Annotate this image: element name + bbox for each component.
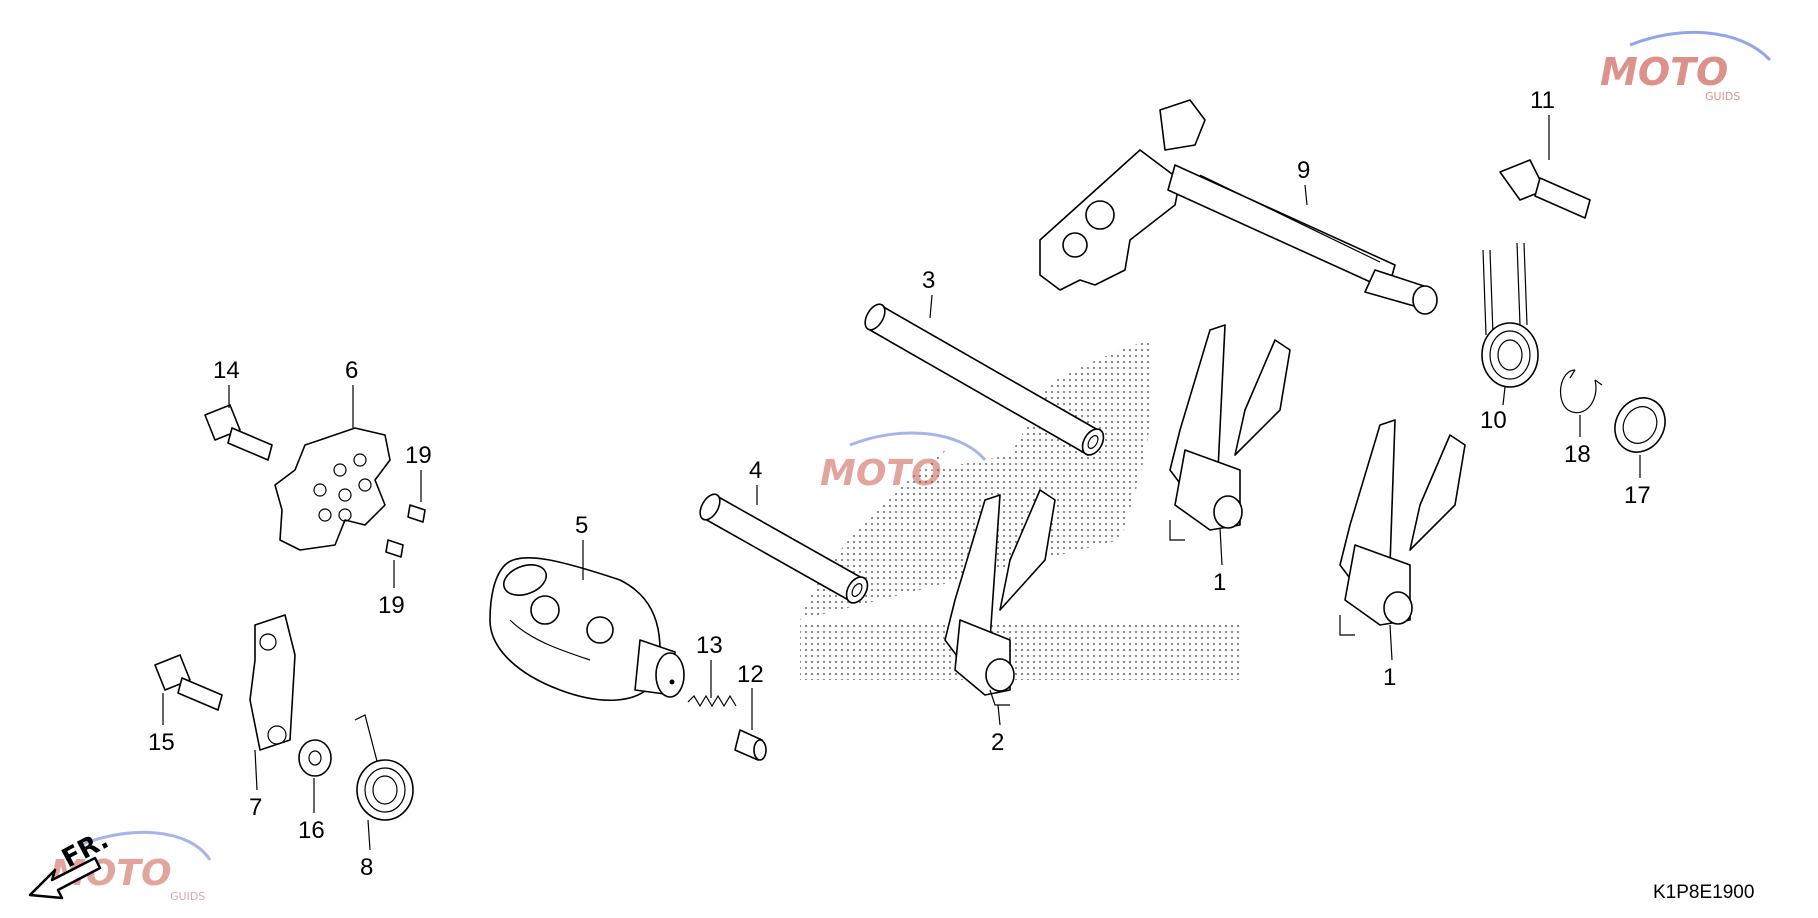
return-spring-part <box>1481 242 1539 388</box>
callout-19a: 19 <box>405 442 432 469</box>
callout-7: 7 <box>249 794 262 821</box>
dowel-pin-19b-part <box>385 539 404 558</box>
shift-fork-1b-part <box>1339 419 1466 636</box>
gearshift-spindle-part <box>1039 99 1438 315</box>
washer-part <box>1614 397 1666 453</box>
callout-18: 18 <box>1564 441 1591 468</box>
bolt-15-part <box>154 654 223 711</box>
svg-text:GUIDS: GUIDS <box>1705 90 1740 103</box>
diagram-code: K1P8E1900 <box>1653 882 1754 903</box>
moto-watermark-logo-top: MOTO GUIDS <box>1600 30 1772 103</box>
drum-center-part <box>274 427 391 551</box>
callout-10: 10 <box>1480 407 1507 434</box>
callout-15: 15 <box>148 729 175 756</box>
callout-6: 6 <box>345 357 358 384</box>
callout-2: 2 <box>991 729 1004 756</box>
callout-16: 16 <box>298 817 325 844</box>
moto-watermark-logo-center: MOTO <box>820 431 987 494</box>
callout-13: 13 <box>696 632 723 659</box>
callout-3: 3 <box>922 267 935 294</box>
callout-9: 9 <box>1297 157 1310 184</box>
callout-5: 5 <box>575 512 588 539</box>
drum-pin-part <box>734 729 767 761</box>
collar-part <box>298 739 332 777</box>
shift-fork-1a-part <box>1169 324 1291 541</box>
stopper-spring-part <box>354 714 414 821</box>
stopper-arm-part <box>249 614 296 751</box>
callout-19b: 19 <box>378 592 405 619</box>
callout-8: 8 <box>360 854 373 881</box>
callout-1b: 1 <box>1383 664 1396 691</box>
svg-text:GUIDS: GUIDS <box>170 890 205 903</box>
fork-shaft-4-part <box>699 493 869 604</box>
bolt-14-part <box>204 404 273 461</box>
drum-spring-part <box>687 694 737 708</box>
callout-4: 4 <box>749 457 762 484</box>
svg-text:MOTO: MOTO <box>1600 50 1728 94</box>
dowel-pin-19a-part <box>407 504 426 523</box>
fork-shaft-3-part <box>864 303 1105 456</box>
shift-fork-2-part <box>944 489 1056 706</box>
svg-text:MOTO: MOTO <box>820 453 942 494</box>
return-spring-pin-part <box>1499 159 1591 219</box>
leader-lines <box>162 115 1641 851</box>
callout-1a: 1 <box>1213 569 1226 596</box>
callout-labels: 1 1 2 3 4 5 6 7 8 9 10 11 12 13 14 15 16… <box>148 87 1651 881</box>
callout-12: 12 <box>737 661 764 688</box>
circlip-part <box>1559 369 1603 414</box>
callout-14: 14 <box>213 357 240 384</box>
callout-17: 17 <box>1624 482 1651 509</box>
callout-11: 11 <box>1530 87 1555 114</box>
shift-drum-part <box>489 556 685 702</box>
